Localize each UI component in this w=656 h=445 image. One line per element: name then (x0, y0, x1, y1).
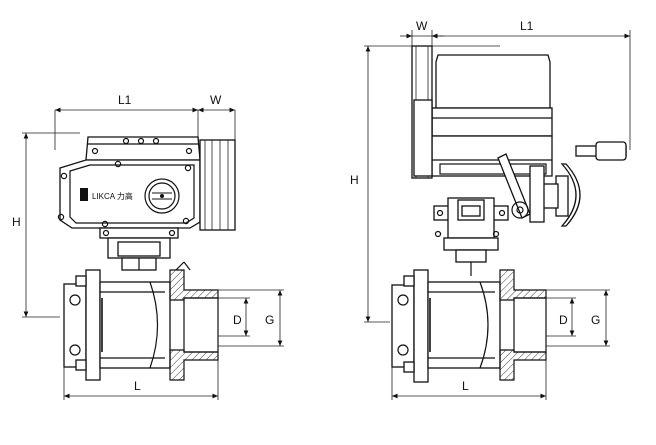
right-l-label: L (462, 379, 469, 393)
right-dim-d: D (546, 297, 576, 337)
left-d-label: D (233, 313, 242, 327)
right-h-label: H (350, 173, 359, 187)
position-indicator (144, 178, 180, 214)
left-valve-body (63, 261, 219, 381)
left-h-label: H (12, 215, 21, 229)
right-valve-body (391, 269, 547, 383)
left-l1-label: L1 (118, 93, 132, 107)
brand-label: LIKCA 力高 (92, 191, 133, 201)
right-dim-l: L (391, 360, 547, 400)
brand-plate: LIKCA 力高 (80, 188, 133, 201)
right-g-label: G (591, 313, 600, 327)
right-view: W L1 H (350, 19, 631, 400)
left-dim-h: H (12, 132, 80, 318)
left-w-label: W (210, 93, 222, 107)
left-dim-l1: L1 (54, 93, 199, 150)
left-l-label: L (134, 379, 141, 393)
right-l1-label: L1 (520, 19, 534, 33)
right-dim-l1: L1 (432, 19, 631, 150)
right-d-label: D (559, 313, 568, 327)
right-dim-g: G (546, 289, 610, 347)
left-dim-l: L (63, 360, 219, 400)
left-g-label: G (265, 313, 274, 327)
left-dim-g: G (218, 289, 284, 347)
left-dim-d: D (218, 297, 250, 337)
right-w-label: W (416, 19, 428, 33)
right-handwheel (529, 141, 627, 227)
left-view: L1 W H (12, 93, 284, 400)
